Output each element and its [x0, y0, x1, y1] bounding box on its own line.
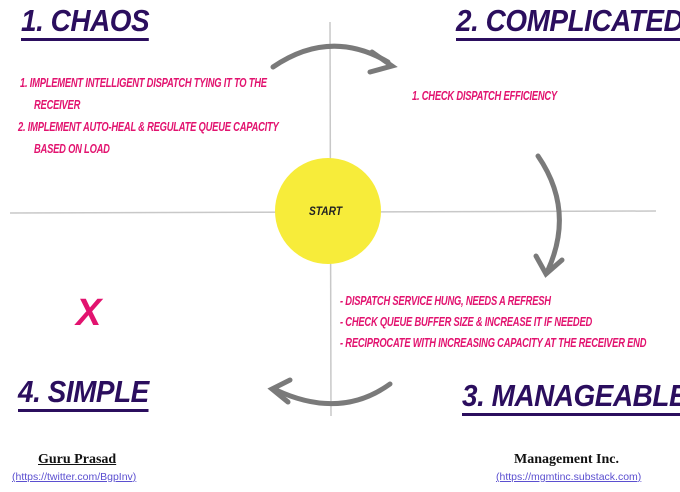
author-name: Guru Prasad: [38, 452, 117, 467]
quadrant-1-title: 1. CHAOS: [21, 4, 150, 41]
chaos-item-2-cont: BASED ON LOAD: [34, 141, 110, 156]
arrow-top-icon: [270, 43, 398, 75]
start-label: START: [309, 204, 343, 218]
publisher-substack-link[interactable]: (https://mgmtinc.substack.com): [496, 471, 642, 483]
simple-x-mark: X: [76, 292, 102, 334]
start-circle: [275, 158, 381, 264]
arrow-bottom-icon: [267, 377, 393, 407]
publisher-name: Management Inc.: [514, 452, 619, 467]
chaos-item-1-cont: RECEIVER: [34, 97, 81, 112]
manageable-item-3: - RECIPROCATE WITH INCREASING CAPACITY A…: [340, 335, 647, 350]
manageable-item-2: - CHECK QUEUE BUFFER SIZE & INCREASE IT …: [340, 314, 593, 329]
chaos-item-2: 2. IMPLEMENT AUTO-HEAL & REGULATE QUEUE …: [18, 119, 279, 134]
complicated-item-1: 1. CHECK DISPATCH EFFICIENCY: [412, 88, 557, 103]
chaos-item-1: 1. IMPLEMENT INTELLIGENT DISPATCH TYING …: [20, 75, 267, 90]
author-twitter-link[interactable]: (https://twitter.com/BgpInv): [12, 471, 137, 483]
quadrant-3-title: 3. MANAGEABLE: [462, 379, 680, 416]
arrow-right-icon: [533, 153, 565, 278]
manageable-item-1: - DISPATCH SERVICE HUNG, NEEDS A REFRESH: [340, 293, 551, 308]
quadrant-2-title: 2. COMPLICATED: [456, 4, 680, 41]
quadrant-4-title: 4. SIMPLE: [18, 375, 149, 412]
